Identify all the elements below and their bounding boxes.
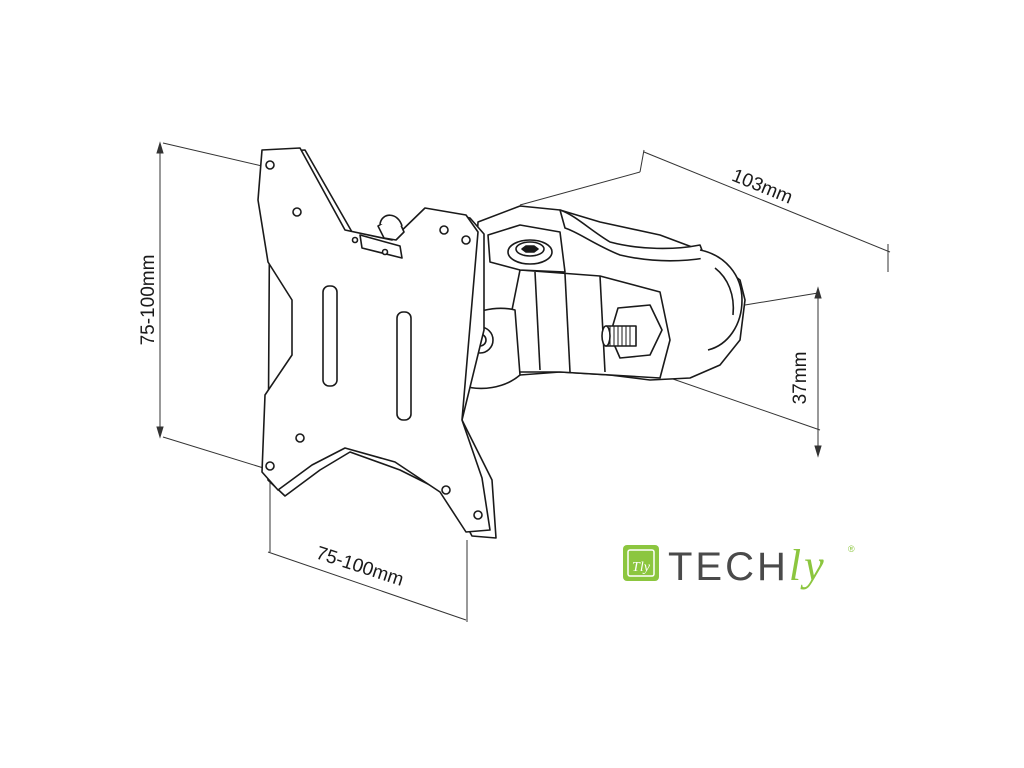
bolt-thread-lines: [609, 326, 631, 346]
thickness-extension-top: [744, 292, 819, 306]
brand-name: TECHly: [668, 541, 827, 590]
clamp-assembly: [459, 205, 746, 390]
mount-hole-icon: [292, 207, 302, 217]
logo-mark-border: [627, 549, 655, 577]
brand-name-main: TECH: [668, 545, 789, 589]
vesa-plate: [257, 147, 497, 539]
registered-mark: ®: [848, 544, 855, 554]
height-extension-bottom: [162, 436, 271, 471]
depth-extension-left: [639, 149, 645, 173]
thickness-extension-bottom: [669, 377, 821, 431]
depth-dimension-label: 103mm: [729, 165, 796, 208]
mount-hole-icon: [461, 235, 471, 245]
rivet-icon: [381, 248, 389, 256]
plate-face: [257, 147, 491, 533]
rear-cylinder: [699, 249, 743, 351]
logo-mark-icon: [623, 545, 659, 581]
depth-extension-left-2: [519, 171, 641, 206]
arrow-head: [814, 286, 822, 299]
rivet-icon: [351, 236, 359, 244]
height-extension-top: [162, 142, 263, 167]
width-dimension-line: [267, 551, 467, 621]
depth-dimension-line: [643, 151, 891, 253]
tilt-bracket: [359, 234, 403, 259]
thickness-dimension-label: 37mm: [790, 352, 811, 405]
plate-slot-right: [396, 311, 412, 421]
cap-nut-dome-icon: [379, 214, 403, 227]
plate-slot-left: [322, 285, 338, 387]
arm-edge: [534, 271, 541, 371]
hex-key-icon: [521, 245, 539, 253]
brand-name-suffix: ly: [789, 541, 827, 590]
mount-hole-icon: [265, 461, 275, 471]
arm-edge: [564, 273, 571, 373]
cylinder-edge: [714, 267, 735, 316]
mount-hole-icon: [439, 225, 449, 235]
logo-mark-text: Tly: [632, 560, 651, 575]
arrow-head: [814, 445, 822, 458]
height-dimension-label: 75-100mm: [138, 255, 159, 346]
mount-hole-icon: [265, 160, 275, 170]
mount-hole-icon: [441, 485, 451, 495]
arrow-head: [156, 141, 164, 154]
dimension-lines: [156, 141, 891, 622]
arm-edge: [599, 275, 606, 373]
bolt-tip-icon: [601, 325, 611, 347]
arrow-head: [156, 426, 164, 439]
mount-hole-icon: [473, 510, 483, 520]
techly-logo: Tly TECHly ®: [623, 541, 855, 590]
mount-hole-icon: [295, 433, 305, 443]
